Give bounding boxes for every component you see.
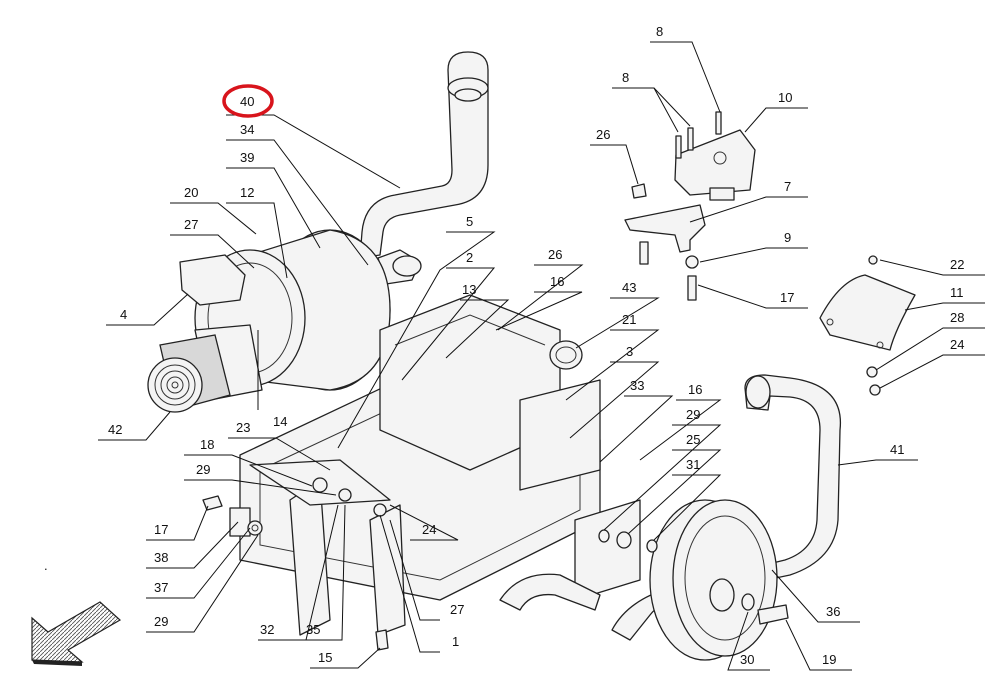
callout-label-20: 20 bbox=[184, 185, 198, 200]
cover-plate-11 bbox=[819, 255, 916, 396]
direction-arrow-icon bbox=[31, 601, 122, 666]
callout-label-13: 13 bbox=[462, 282, 476, 297]
callout-label-25: 25 bbox=[686, 432, 700, 447]
washers-group bbox=[598, 529, 658, 553]
callout-labels: 40 34 39 20 12 27 4 42 14 18 23 29 17 38… bbox=[108, 24, 964, 667]
callout-label-15: 15 bbox=[318, 650, 332, 665]
callout-label-17: 17 bbox=[780, 290, 794, 305]
callout-label-3: 3 bbox=[626, 344, 633, 359]
callout-label-8: 8 bbox=[656, 24, 663, 39]
callout-label-26: 26 bbox=[548, 247, 562, 262]
callout-label-12: 12 bbox=[240, 185, 254, 200]
wheel-36 bbox=[649, 499, 789, 661]
callout-label-2: 2 bbox=[466, 250, 473, 265]
callout-label-22: 22 bbox=[950, 257, 964, 272]
callout-label-36: 36 bbox=[826, 604, 840, 619]
callout-label-28: 28 bbox=[950, 310, 964, 325]
callout-label-29: 29 bbox=[196, 462, 210, 477]
callout-label-27: 27 bbox=[184, 217, 198, 232]
seal-ring-43 bbox=[549, 340, 583, 370]
callout-label-18: 18 bbox=[200, 437, 214, 452]
callout-label-19: 19 bbox=[822, 652, 836, 667]
callout-label-41: 41 bbox=[890, 442, 904, 457]
callout-label-43: 43 bbox=[622, 280, 636, 295]
callout-label-1: 1 bbox=[452, 634, 459, 649]
callout-label-11: 11 bbox=[950, 285, 964, 300]
callout-label-7: 7 bbox=[784, 179, 791, 194]
callout-label-42: 42 bbox=[108, 422, 122, 437]
callout-label-29: 29 bbox=[154, 614, 168, 629]
callout-label-24: 24 bbox=[950, 337, 964, 352]
callout-label-39: 39 bbox=[240, 150, 254, 165]
callout-label-17: 17 bbox=[154, 522, 168, 537]
callout-label-32: 32 bbox=[260, 622, 274, 637]
linkage-plate bbox=[202, 459, 391, 651]
callout-label-5: 5 bbox=[466, 214, 473, 229]
callout-label-10: 10 bbox=[778, 90, 792, 105]
callout-label-21: 21 bbox=[622, 312, 636, 327]
callout-label-29: 29 bbox=[686, 407, 700, 422]
callout-label-8: 8 bbox=[622, 70, 629, 85]
leader-lines bbox=[98, 41, 985, 671]
highlight-ring-callout-40 bbox=[222, 84, 274, 118]
stray-mark: . bbox=[44, 558, 48, 573]
callout-label-27: 27 bbox=[450, 602, 464, 617]
callout-label-33: 33 bbox=[630, 378, 644, 393]
callout-label-35: 35 bbox=[306, 622, 320, 637]
main-frame bbox=[239, 294, 641, 636]
callout-label-31: 31 bbox=[686, 457, 700, 472]
callout-label-23: 23 bbox=[236, 420, 250, 435]
callout-label-38: 38 bbox=[154, 550, 168, 565]
callout-label-16: 16 bbox=[550, 274, 564, 289]
bracket-group bbox=[624, 111, 756, 301]
callout-label-16: 16 bbox=[688, 382, 702, 397]
callout-label-4: 4 bbox=[120, 307, 127, 322]
callout-label-34: 34 bbox=[240, 122, 254, 137]
callout-label-30: 30 bbox=[740, 652, 754, 667]
callout-label-26: 26 bbox=[596, 127, 610, 142]
callout-label-37: 37 bbox=[154, 580, 168, 595]
motor-assembly bbox=[147, 229, 391, 413]
callout-label-40: 40 bbox=[240, 94, 254, 109]
callout-label-24: 24 bbox=[422, 522, 436, 537]
callout-label-9: 9 bbox=[784, 230, 791, 245]
callout-label-14: 14 bbox=[273, 414, 287, 429]
